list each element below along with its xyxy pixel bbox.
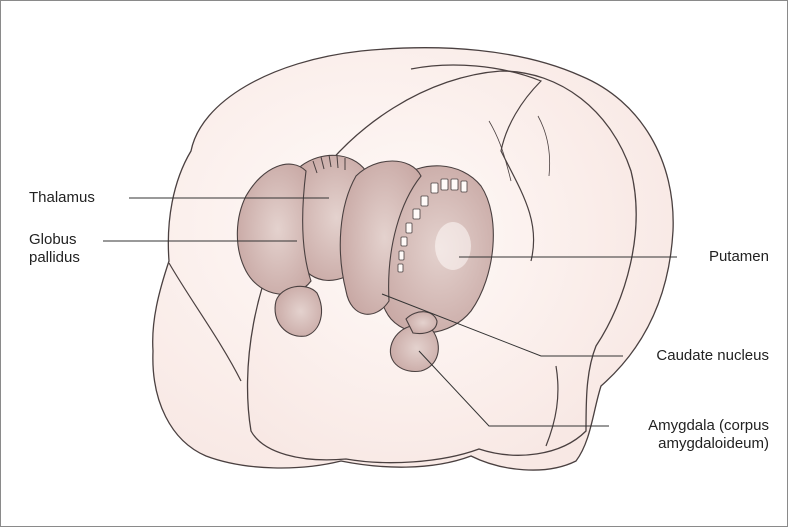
label-thalamus-text: Thalamus	[29, 189, 95, 207]
label-putamen: Putamen	[709, 248, 769, 266]
label-amygdala-line1: Amygdala (corpus	[648, 417, 769, 435]
label-thalamus: Thalamus	[29, 189, 95, 207]
label-globus-line1: Globus	[29, 231, 80, 249]
label-caudate-text: Caudate nucleus	[656, 347, 769, 365]
label-amygdala-line2: amygdaloideum)	[648, 435, 769, 453]
label-amygdala: Amygdala (corpus amygdaloideum)	[648, 417, 769, 453]
label-caudate-nucleus: Caudate nucleus	[656, 347, 769, 365]
label-globus-line2: pallidus	[29, 249, 80, 267]
label-globus-pallidus: Globus pallidus	[29, 231, 80, 267]
putamen-highlight	[435, 222, 471, 270]
label-putamen-text: Putamen	[709, 248, 769, 266]
